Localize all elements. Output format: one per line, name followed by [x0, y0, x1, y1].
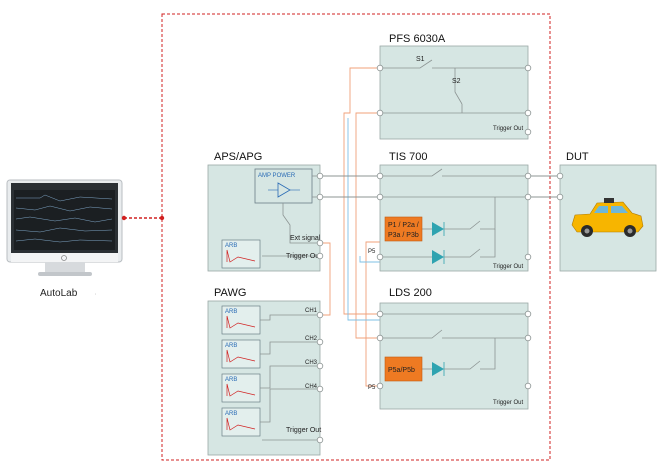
- system-boundary: [161, 13, 551, 461]
- ch2-label: CH2: [305, 336, 318, 342]
- tis-p5-label: P5: [368, 249, 376, 255]
- ch4-label: CH4: [305, 384, 318, 390]
- s2-label: S2: [452, 78, 461, 85]
- amp-power-label: AMP POWER: [258, 173, 296, 179]
- arb-waveform-icon: ARB: [221, 239, 261, 269]
- pawg-channel-4: ARB CH4: [221, 384, 324, 437]
- pawg-title: PAWG: [214, 287, 246, 299]
- autolab-label: AutoLab: [40, 288, 78, 299]
- wiring: [320, 67, 560, 387]
- tis-pulse-label-1: P1 / P2a /: [388, 222, 419, 229]
- aps-apg-module: APS/APG AMP POWER ARB Ext signal Trigger…: [207, 151, 324, 272]
- tis-pulse-label-2: P3a / P3b: [388, 232, 419, 239]
- pawg-channel-1: ARB CH1: [221, 305, 324, 335]
- dut-title: DUT: [566, 151, 589, 163]
- pawg-channel-3: ARB CH3: [221, 360, 324, 403]
- s1-label: S1: [416, 56, 425, 63]
- tis-700-module: TIS 700 P1 / P2a / P3a / P3b P5 Trigger …: [368, 151, 532, 272]
- amplifier-icon: [268, 182, 300, 198]
- lds-trigger-out: Trigger Out: [493, 400, 523, 406]
- autolab-computer: AutoLab ‛: [6, 179, 123, 300]
- svg-text:ARB: ARB: [225, 343, 237, 349]
- svg-text:ARB: ARB: [225, 411, 237, 417]
- lds-200-module: LDS 200 P5a/P5b P5 Trigger Out: [368, 287, 532, 410]
- monitor-icon: [6, 179, 123, 276]
- lds-p5-label: P5: [368, 385, 376, 391]
- car-icon: [571, 198, 644, 237]
- computer-link: [121, 215, 165, 221]
- pfs-6030a-module: PFS 6030A S1 S2 Trigger Out: [376, 33, 532, 140]
- svg-text:ARB: ARB: [225, 309, 237, 315]
- tis-title: TIS 700: [389, 151, 428, 163]
- ch1-label: CH1: [305, 308, 318, 314]
- pawg-module: PAWG ARB CH1 ARB CH2 ARB CH3: [207, 287, 324, 456]
- lds-pulse-label: P5a/P5b: [388, 367, 415, 374]
- aps-trigger-out: Trigger Out: [286, 253, 321, 260]
- ch3-label: CH3: [305, 360, 318, 366]
- tis-trigger-out: Trigger Out: [493, 264, 523, 270]
- switch-icon: [380, 59, 528, 114]
- aps-arb-label: ARB: [225, 243, 237, 249]
- pfs-title: PFS 6030A: [389, 33, 446, 45]
- svg-text:ARB: ARB: [225, 377, 237, 383]
- dut-module: DUT: [556, 151, 657, 272]
- ext-signal-label: Ext signal: [290, 235, 321, 242]
- pawg-channel-2: ARB CH2: [221, 336, 324, 369]
- lds-title: LDS 200: [389, 287, 432, 299]
- aps-title: APS/APG: [214, 151, 262, 163]
- pawg-trigger-out: Trigger Out: [286, 427, 321, 434]
- pfs-trigger-out: Trigger Out: [493, 126, 523, 132]
- svg-text:‛: ‛: [95, 294, 96, 300]
